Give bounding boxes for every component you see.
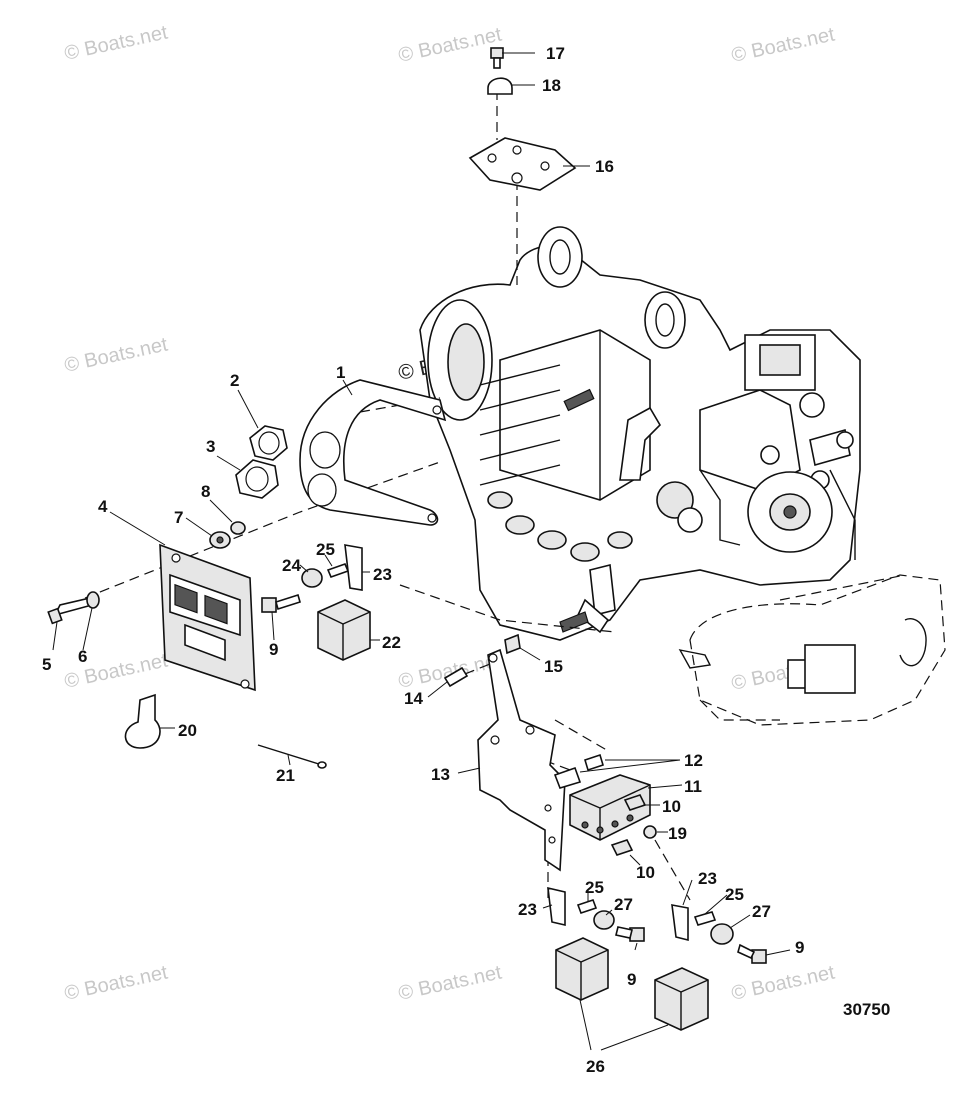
washer-6 [86, 591, 100, 609]
leader-lines [52, 52, 791, 1051]
callout-9b: 9 [627, 970, 636, 989]
figure-number: 30750 [843, 1000, 890, 1019]
relay-22 [317, 599, 371, 661]
screw-10b [610, 839, 634, 856]
watermark: © Boats.net [62, 333, 170, 376]
screw-25c [693, 911, 717, 926]
callout-20: 20 [178, 721, 197, 740]
spacer-15 [504, 633, 521, 655]
watermark: © Boats.net [396, 961, 504, 1004]
callout-9: 9 [269, 640, 278, 659]
callout-1: 1 [336, 363, 345, 382]
callout-9c: 9 [795, 938, 804, 957]
callout-10: 10 [662, 797, 681, 816]
watermark: © Boats.net [62, 21, 170, 64]
clip-23 [344, 544, 363, 591]
callout-16: 16 [595, 157, 614, 176]
callout-13: 13 [431, 765, 450, 784]
bolt-9 [261, 593, 301, 613]
callout-21: 21 [276, 766, 295, 785]
watermark: © Boats.net [62, 961, 170, 1004]
callout-26: 26 [586, 1057, 605, 1076]
callout-11: 11 [684, 777, 702, 796]
cable-tie-21 [257, 744, 323, 766]
callout-15: 15 [544, 657, 563, 676]
callout-10b: 10 [636, 863, 655, 882]
callout-4: 4 [98, 497, 108, 516]
screw-12 [553, 766, 582, 789]
bracket-13 [477, 648, 566, 872]
callout-27b: 27 [752, 902, 771, 921]
callout-7: 7 [174, 508, 183, 527]
callout-18: 18 [542, 76, 561, 95]
callout-25c: 25 [725, 885, 744, 904]
callout-5: 5 [42, 655, 51, 674]
callout-12: 12 [684, 751, 703, 770]
callout-25b: 25 [585, 878, 604, 897]
engine-assembly [419, 226, 946, 726]
callout-23b: 23 [518, 900, 537, 919]
callout-22: 22 [382, 633, 401, 652]
callout-labels: 1 2 3 4 5 6 7 8 9 9 9 10 10 11 12 13 14 … [42, 44, 890, 1076]
nut-19 [643, 825, 657, 839]
terminal-block-11 [569, 774, 651, 841]
callout-27: 27 [614, 895, 633, 914]
clip-23c [671, 904, 689, 942]
callout-2: 2 [230, 371, 239, 390]
screw-25b [576, 898, 598, 915]
callout-23: 23 [373, 565, 392, 584]
cooling-fins [479, 364, 561, 486]
callout-14: 14 [404, 689, 423, 708]
callout-23c: 23 [698, 869, 717, 888]
screw-17 [490, 47, 504, 69]
parts [47, 47, 767, 1031]
nut-27b [710, 923, 734, 945]
clip-23b [547, 886, 566, 927]
callout-3: 3 [206, 437, 215, 456]
callout-24: 24 [282, 556, 301, 575]
watermark: © Boats.net [729, 23, 837, 66]
watermark: © Boats.net [396, 23, 504, 66]
nut-24 [301, 568, 323, 588]
callout-25: 25 [316, 540, 335, 559]
bolt-9b [615, 926, 645, 942]
clamp-20 [124, 693, 161, 749]
screw-25 [326, 562, 350, 579]
callout-8: 8 [201, 482, 210, 501]
callout-19: 19 [668, 824, 687, 843]
pin-14 [443, 666, 469, 688]
callout-17: 17 [546, 44, 565, 63]
clip-18 [487, 77, 513, 95]
relay-26b [654, 967, 709, 1031]
nut-27 [593, 910, 615, 930]
screw-12b [584, 753, 604, 772]
bolt-9c [737, 943, 767, 964]
plate-16 [468, 137, 577, 191]
callout-6: 6 [78, 647, 87, 666]
watermark: © Boats.net [729, 961, 837, 1004]
relay-26 [555, 937, 609, 1001]
nut-8 [230, 521, 246, 535]
